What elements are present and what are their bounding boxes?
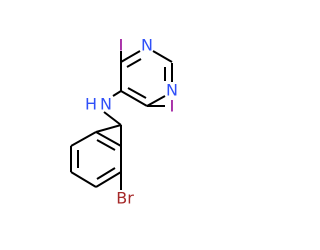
atom-label-nh-n: N	[100, 95, 112, 114]
bond-b2-b3	[70, 131, 97, 147]
bond-b5-b6	[95, 171, 122, 188]
atom-label-i-right: I	[170, 97, 175, 116]
bond-c6-c5	[120, 90, 148, 107]
atom-label-br: Br	[116, 189, 134, 208]
atom-label-i-left: I	[119, 36, 124, 55]
bond-b7-b2	[95, 131, 122, 147]
bond-b4-b5	[70, 171, 97, 188]
bond-c6-c5-inner	[127, 87, 147, 99]
bond-c4-n3	[120, 50, 141, 63]
bond-b5-b6-inner	[96, 167, 116, 180]
bond-n1-c6	[146, 95, 166, 107]
bond-c5-nh	[112, 90, 122, 97]
atom-label-n-top: N	[141, 36, 153, 55]
bond-b7-b2-inner	[96, 139, 116, 151]
bond-nh-ch2	[103, 111, 122, 126]
bond-b1-b2	[95, 124, 122, 133]
bond-c4-n3-inner	[126, 58, 142, 68]
atom-label-nh-h: H	[85, 95, 97, 114]
atom-label-n-right: N	[166, 81, 178, 100]
bond-n3-c2	[152, 50, 173, 63]
